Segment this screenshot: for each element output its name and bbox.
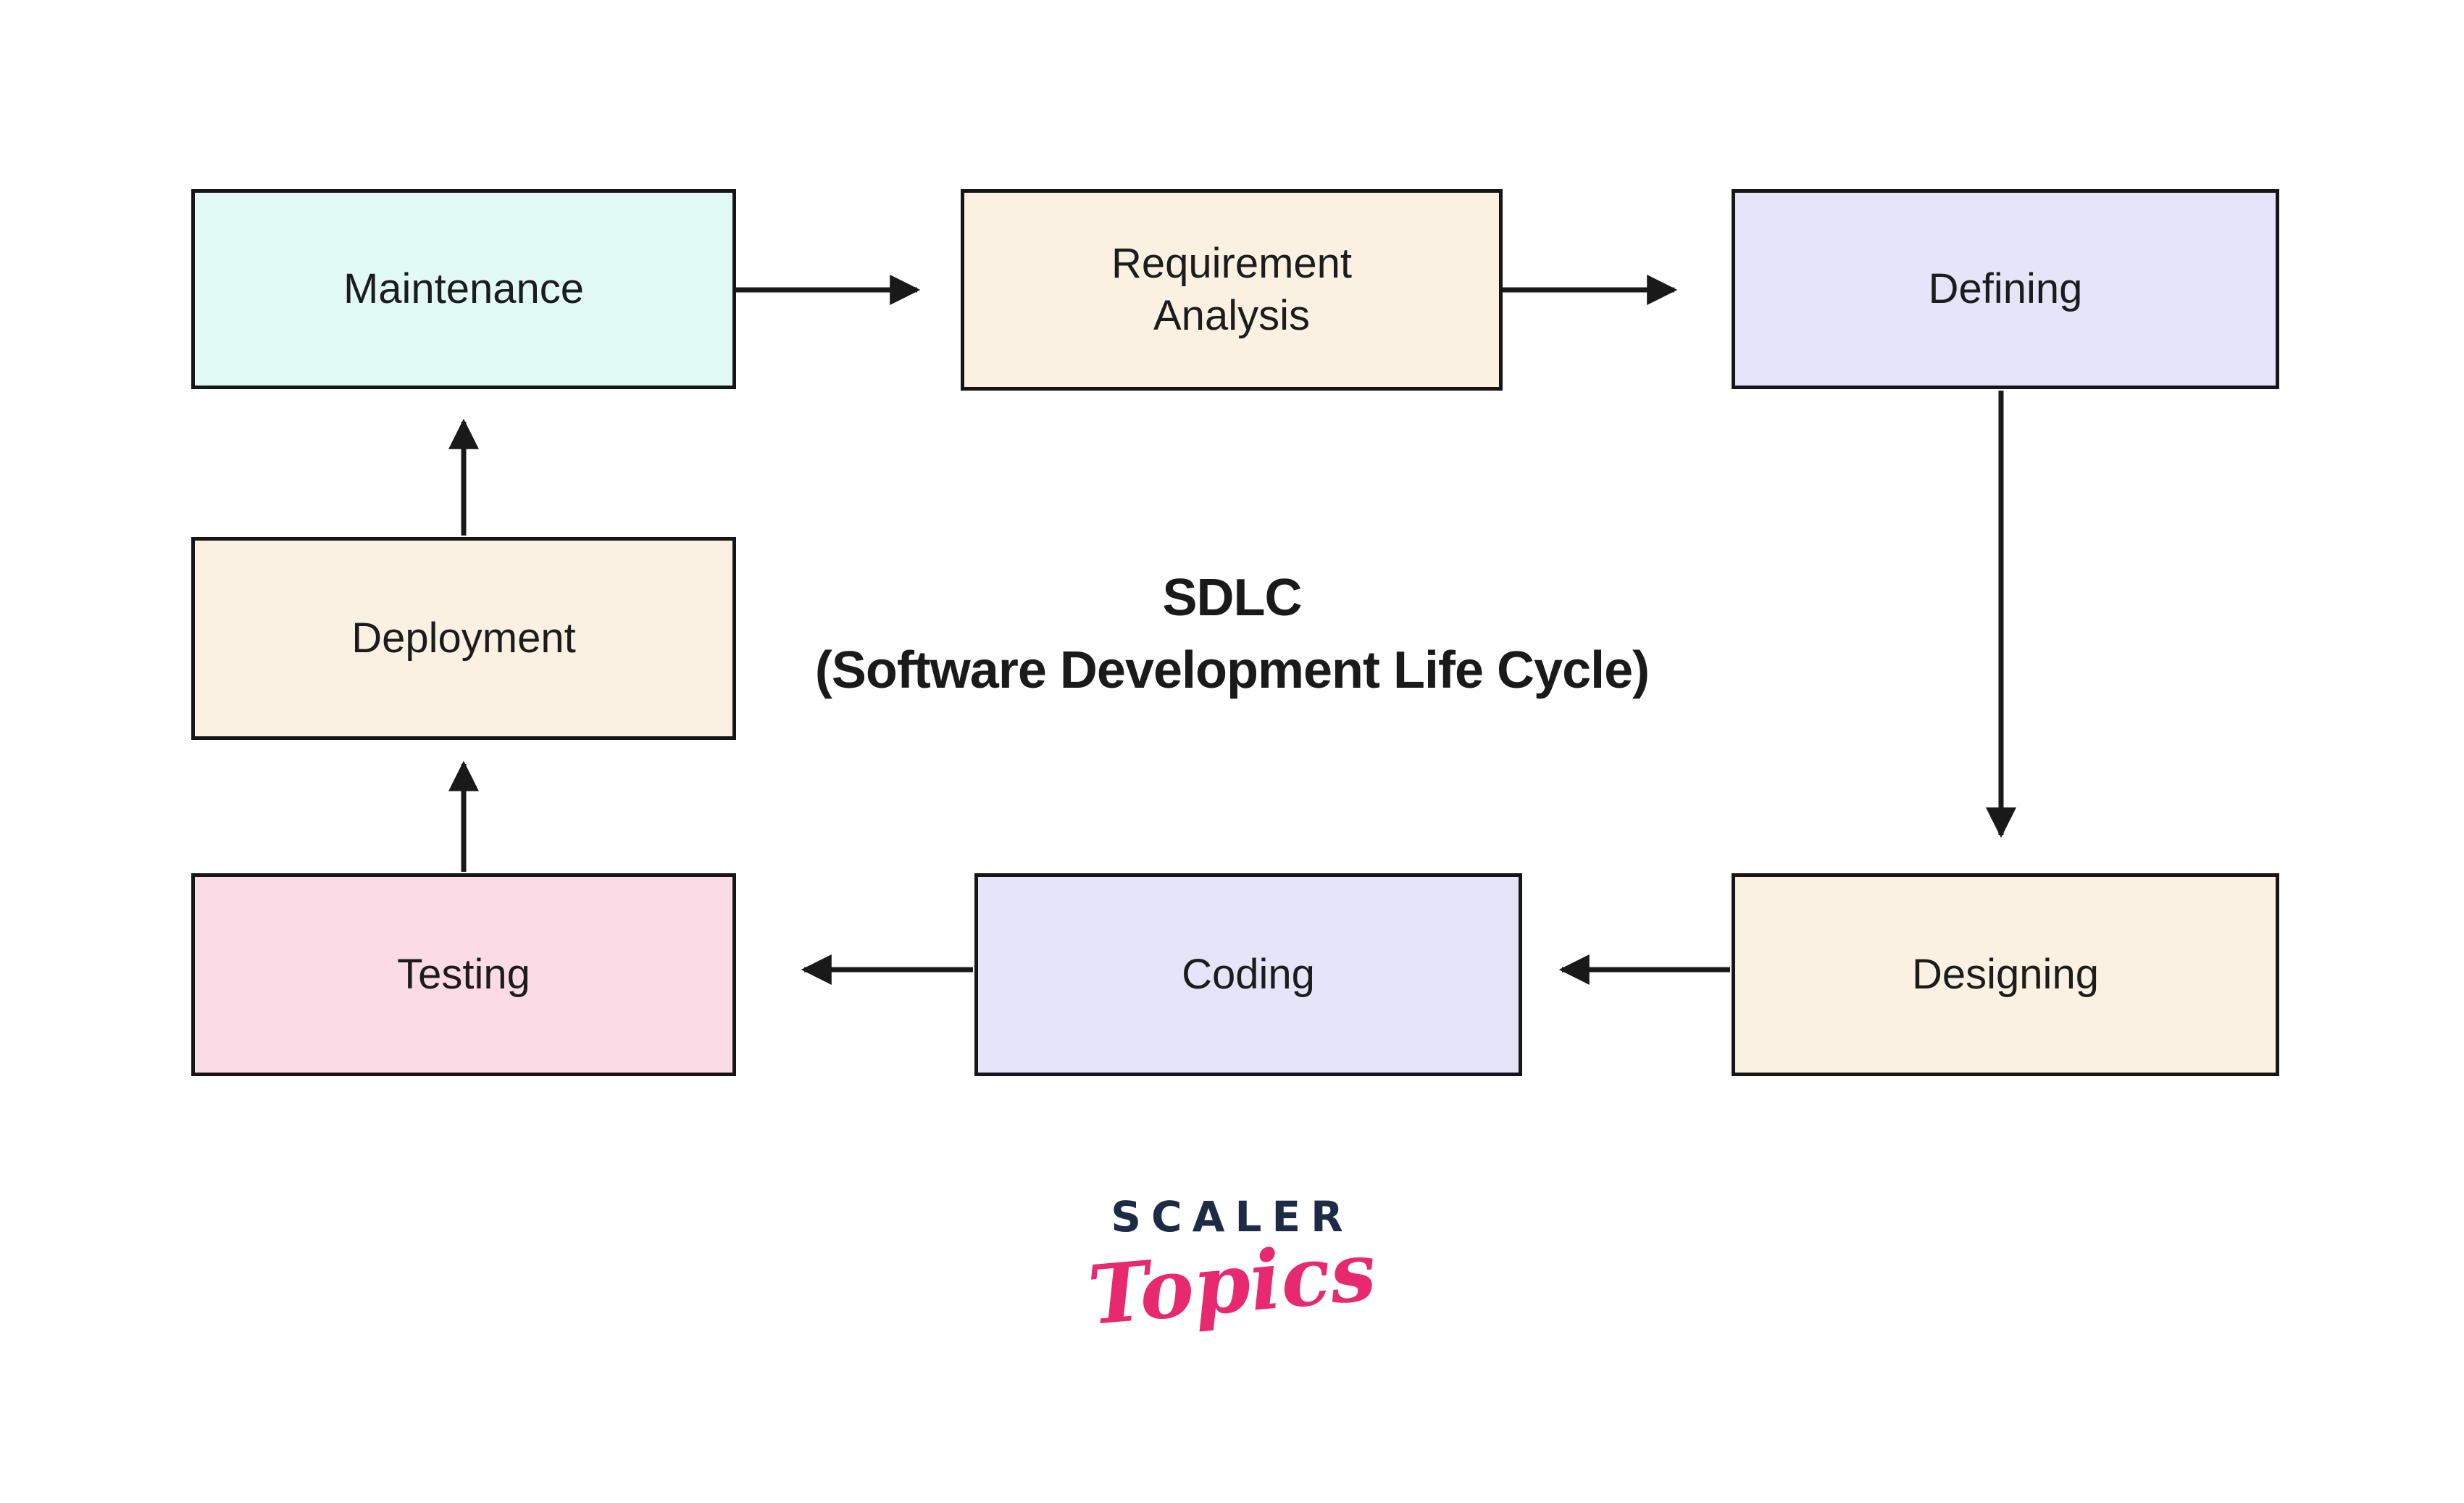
node-requirement-analysis: Requirement Analysis — [961, 189, 1503, 391]
scaler-topics-logo: SCALER Topics — [0, 1192, 2464, 1344]
node-defining: Defining — [1732, 189, 2279, 389]
diagram-title-line2: (Software Development Life Cycle) — [814, 641, 1650, 699]
node-maintenance: Maintenance — [191, 189, 736, 389]
scaler-wordmark: SCALER — [1111, 1192, 1353, 1241]
diagram-title-line1: SDLC — [1162, 569, 1303, 627]
diagram-title: SDLC (Software Development Life Cycle) — [0, 562, 2464, 707]
node-deployment: Deployment — [191, 537, 736, 740]
node-testing: Testing — [191, 873, 736, 1076]
node-coding: Coding — [974, 873, 1522, 1076]
topics-wordmark: Topics — [1084, 1223, 1380, 1344]
node-designing: Designing — [1732, 873, 2279, 1076]
